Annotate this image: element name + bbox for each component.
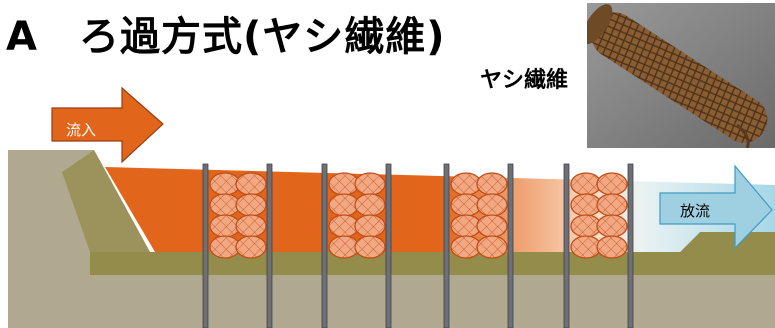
filter-unit-2 [321, 163, 392, 328]
outflow-label: 放流 [680, 202, 710, 220]
inflow-label: 流入 [66, 121, 96, 139]
photo-label: ヤシ繊維 [480, 68, 569, 93]
coconut-fiber-photo [582, 3, 775, 149]
channel-bed [90, 232, 775, 275]
filter-unit-4 [563, 163, 634, 328]
outflow-arrow [659, 164, 773, 250]
inflow-arrow [51, 86, 164, 164]
slope-shade [62, 150, 150, 252]
filter-unit-1 [202, 163, 273, 328]
filter-unit-3 [443, 163, 514, 328]
page-title: A ろ過方式(ヤシ繊維) [6, 14, 446, 60]
channel-earth [8, 150, 775, 328]
